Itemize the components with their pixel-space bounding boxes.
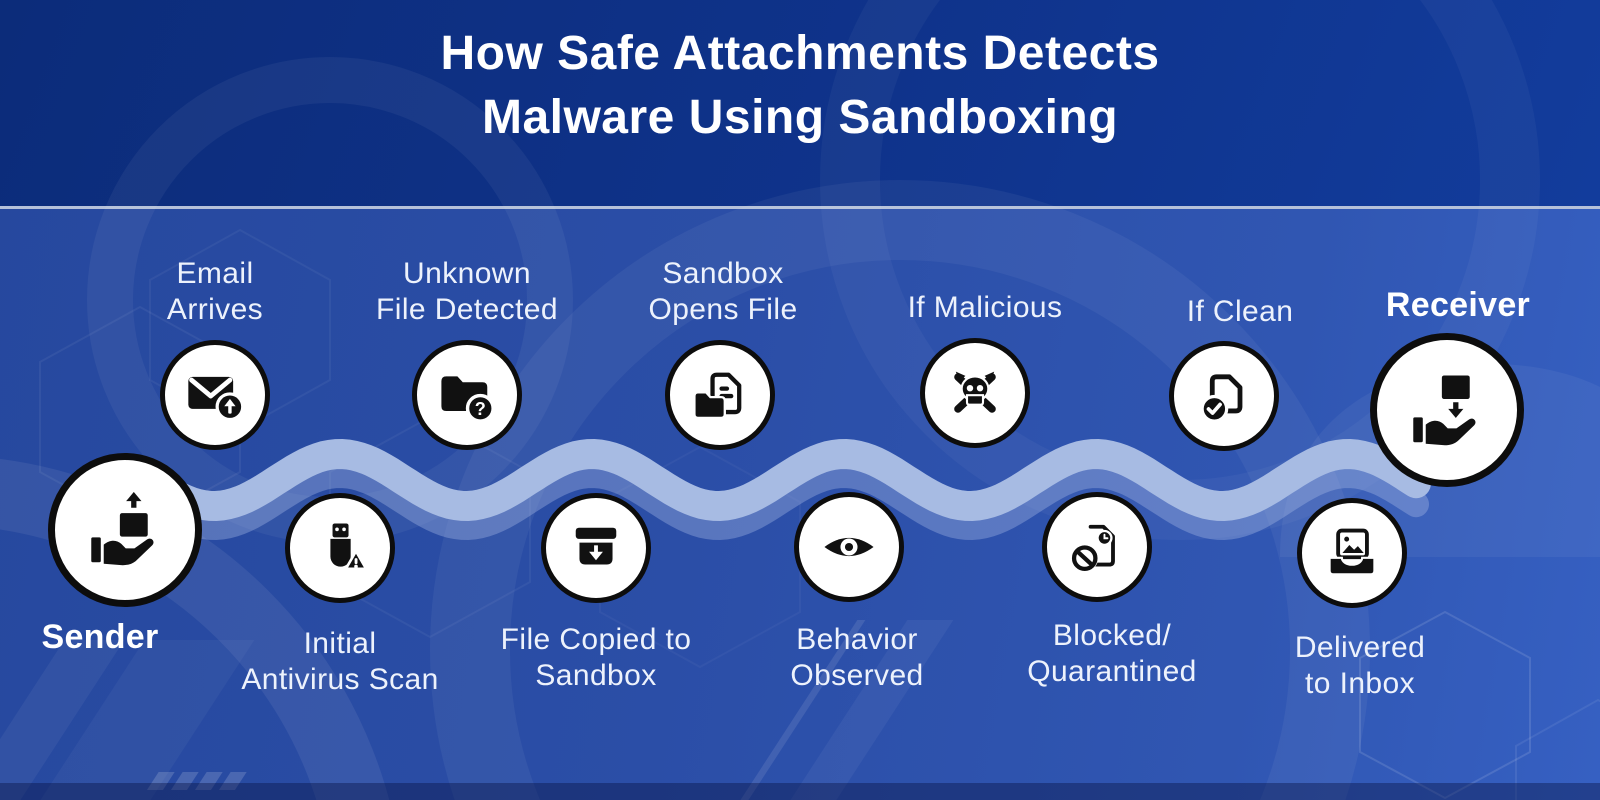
label-blocked-quarantined: Blocked/ Quarantined: [1027, 619, 1197, 688]
node-circle-behavior-observed: [794, 492, 904, 602]
hand-giving-box-icon: [91, 488, 154, 566]
skull-crossed-swords-icon: [954, 371, 996, 413]
email-upload-icon: [188, 376, 245, 422]
label-delivered-to-inbox: Delivered to Inbox: [1294, 631, 1426, 700]
label-sender: Sender: [41, 618, 159, 656]
node-circle-unknown-file-detected: ?: [412, 340, 522, 450]
label-receiver: Receiver: [1385, 286, 1531, 324]
label-initial-antivirus-scan: Initial Antivirus Scan: [241, 627, 439, 696]
label-unknown-file-detected: Unknown File Detected: [376, 257, 558, 326]
page-title-line1: How Safe Attachments Detects: [440, 27, 1160, 80]
usb-warning-icon: [330, 523, 368, 571]
node-circle-blocked-quarantined: [1042, 492, 1152, 602]
archive-download-icon: [575, 527, 617, 565]
node-circle-sandbox-opens-file: [665, 340, 775, 450]
bottom-accent-band: [0, 783, 1600, 800]
page-title: How Safe Attachments Detects Malware Usi…: [0, 22, 1600, 150]
node-circle-delivered-to-inbox: [1297, 498, 1407, 608]
label-if-clean: If Clean: [1186, 295, 1294, 328]
document-check-icon: [1200, 374, 1243, 423]
svg-text:?: ?: [475, 399, 486, 419]
header-divider: [0, 206, 1600, 209]
page-title-line2: Malware Using Sandboxing: [481, 91, 1119, 144]
node-circle-file-copied-to-sandbox: [541, 493, 651, 603]
node-circle-if-clean: [1169, 341, 1279, 451]
label-email-arrives: Email Arrives: [166, 257, 264, 326]
eye-icon: [824, 537, 874, 557]
node-circle-sender: [48, 453, 202, 607]
document-blocked-icon: [1071, 524, 1115, 572]
hand-receiving-box-icon: [1413, 375, 1476, 446]
label-behavior-observed: Behavior Observed: [790, 623, 924, 692]
inbox-delivery-icon: [1328, 528, 1376, 576]
node-circle-if-malicious: [920, 338, 1030, 448]
header-band: How Safe Attachments Detects Malware Usi…: [0, 0, 1600, 669]
node-circle-email-arrives: [160, 340, 270, 450]
label-if-malicious: If Malicious: [907, 291, 1063, 324]
label-file-copied-to-sandbox: File Copied to Sandbox: [500, 623, 692, 692]
node-circle-initial-antivirus-scan: [285, 493, 395, 603]
node-circle-receiver: [1370, 333, 1524, 487]
folder-document-icon: [693, 372, 742, 420]
folder-question-icon: ?: [441, 376, 495, 423]
label-sandbox-opens-file: Sandbox Opens File: [648, 257, 798, 326]
